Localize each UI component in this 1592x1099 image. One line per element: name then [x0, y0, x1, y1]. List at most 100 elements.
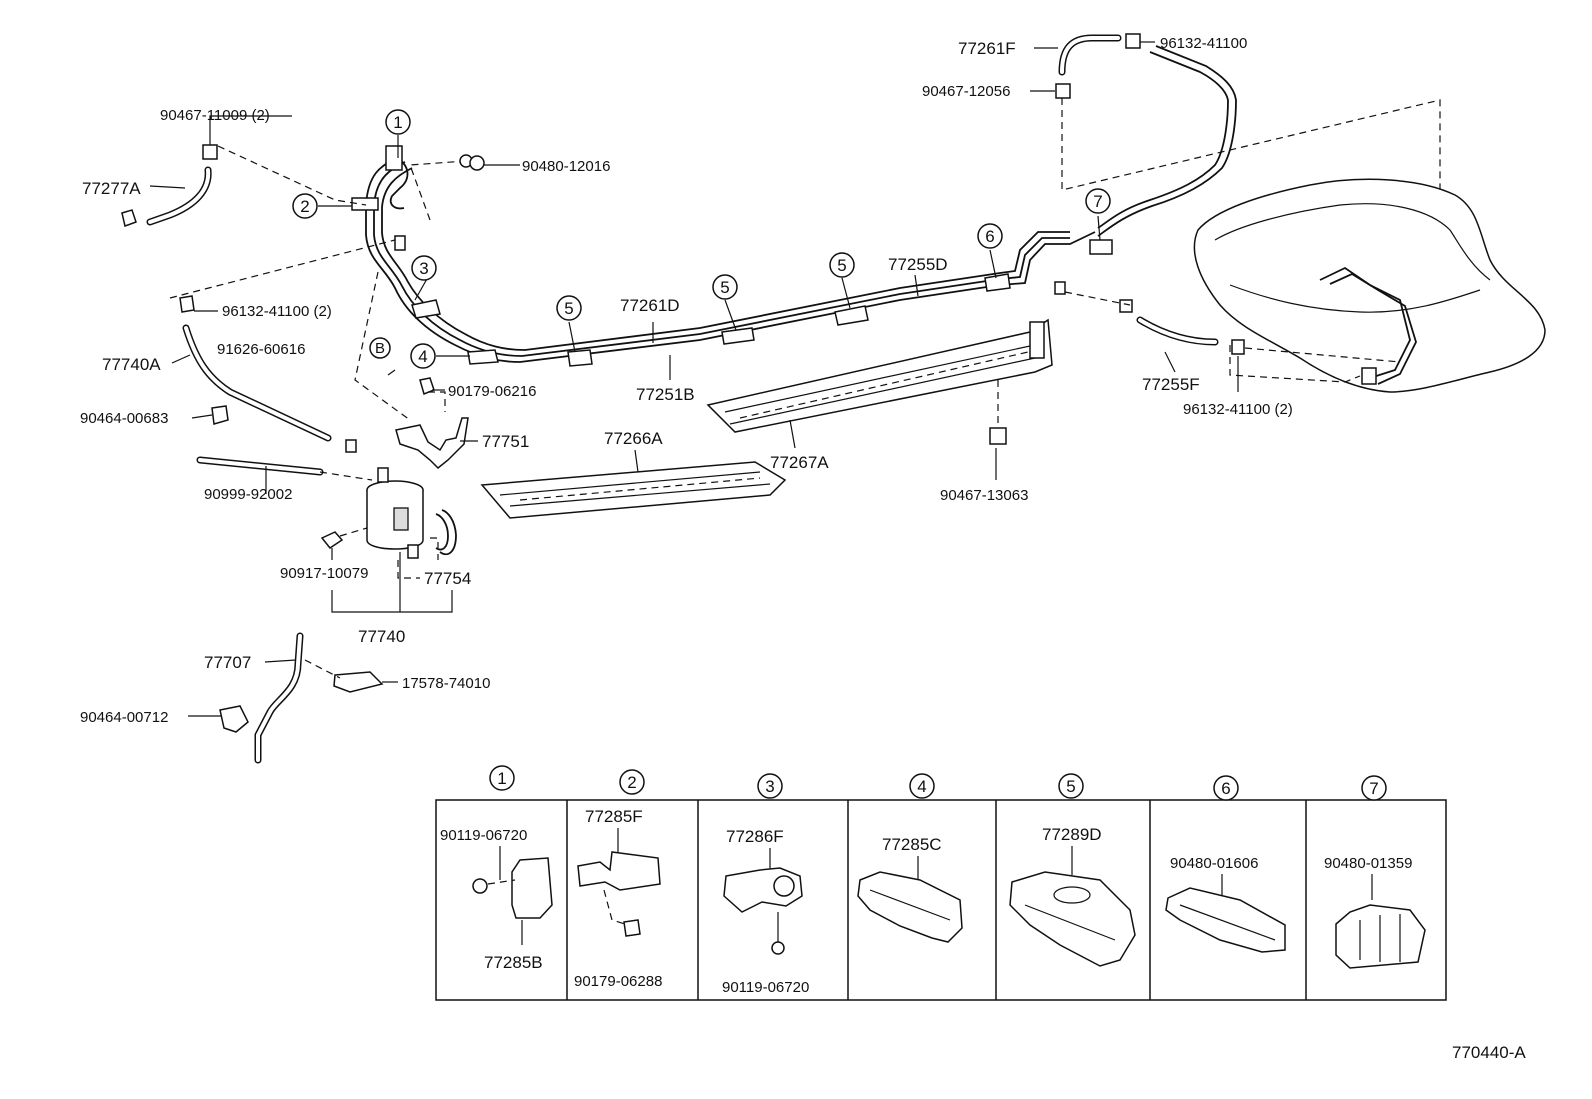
leader-lines	[149, 41, 1239, 717]
hose-77255F	[1054, 281, 1245, 355]
label-90467-11009: 90467-11009 (2)	[160, 107, 270, 124]
legend-4-clamp	[857, 871, 963, 943]
clamp-5c-on-line	[834, 305, 869, 326]
legend-2-clamp	[577, 851, 661, 891]
clip-96132-41100-left	[179, 295, 195, 313]
clamp-2-on-line	[351, 197, 379, 211]
clamp-5a-on-line	[567, 349, 593, 367]
label-96132-41100-top: 96132-41100	[1160, 35, 1247, 52]
clamp-7-on-line	[1089, 239, 1113, 255]
hose-77261F	[1055, 33, 1141, 99]
svg-text:4: 4	[917, 777, 926, 796]
clip-90464-00712	[219, 705, 249, 733]
hose-77277A	[121, 144, 218, 227]
svg-text:5: 5	[837, 256, 846, 275]
legend-3-part-a: 77286F	[726, 827, 784, 846]
legend-1-part-a: 90119-06720	[440, 827, 527, 844]
label-77266A: 77266A	[604, 429, 663, 448]
legend-header-1: 1	[489, 765, 515, 791]
label-77740A: 77740A	[102, 355, 161, 374]
callout-2: 2	[292, 193, 318, 219]
clip-90467-12056	[1055, 83, 1071, 99]
label-77754: 77754	[424, 569, 471, 588]
legend-header-7: 7	[1361, 775, 1387, 801]
svg-text:3: 3	[419, 259, 428, 278]
clip-90464-00683	[211, 405, 229, 425]
legend-2-part-b: 90179-06288	[574, 973, 662, 990]
legend-6-part-a: 90480-01606	[1170, 855, 1258, 872]
label-91626-60616: 91626-60616	[217, 341, 305, 358]
label-90467-12056: 90467-12056	[922, 83, 1010, 100]
callout-5c: 5	[829, 252, 855, 278]
label-90464-00712: 90464-00712	[80, 709, 168, 726]
svg-text:2: 2	[627, 773, 636, 792]
legend-2-part-a: 77285F	[585, 807, 643, 826]
callout-4: 4	[410, 343, 436, 369]
svg-text:1: 1	[497, 769, 506, 788]
callout-3: 3	[411, 255, 437, 281]
label-77255D: 77255D	[888, 255, 948, 274]
label-90999-92002: 90999-92002	[204, 486, 292, 503]
label-90467-13063: 90467-13063	[940, 487, 1028, 504]
clamp-4-on-line	[467, 349, 499, 365]
drawing-number: 770440-A	[1452, 1043, 1526, 1062]
part-labels: 90467-11009 (2) 77277A 90480-12016 96132…	[80, 35, 1293, 726]
svg-text:6: 6	[1221, 779, 1230, 798]
legend-7-part-a: 90480-01359	[1324, 855, 1412, 872]
svg-text:7: 7	[1369, 779, 1378, 798]
svg-text:5: 5	[564, 299, 573, 318]
label-90917-10079: 90917-10079	[280, 565, 368, 582]
label-77740: 77740	[358, 627, 405, 646]
union-fitting	[394, 235, 406, 251]
hose-77740A	[179, 295, 357, 453]
callout-5a: 5	[556, 295, 582, 321]
label-77277A: 77277A	[82, 179, 141, 198]
legend-header-3: 3	[757, 773, 783, 799]
clamp-legend-table: 1 2 3 4 5 6 7 90119-06720 77285B 77285F …	[435, 765, 1447, 1001]
protector-77267A	[706, 318, 1053, 433]
clamp-1-on-line	[385, 145, 403, 171]
label-77707: 77707	[204, 653, 251, 672]
svg-text:5: 5	[720, 278, 729, 297]
legend-4-part-a: 77285C	[882, 835, 942, 854]
label-96132-41100-2-right: 96132-41100 (2)	[1183, 401, 1293, 418]
clip-96132-41100-right	[1231, 339, 1245, 355]
callout-1: 1	[385, 109, 411, 135]
callout-7: 7	[1085, 188, 1111, 214]
line-clamps	[351, 145, 1113, 367]
legend-header-6: 6	[1213, 775, 1239, 801]
fuel-tank	[1193, 178, 1546, 393]
protector-77266A	[480, 461, 787, 519]
clip-96132-41100-top	[1125, 33, 1141, 49]
label-96132-41100-2-left: 96132-41100 (2)	[222, 303, 332, 320]
legend-header-4: 4	[909, 773, 935, 799]
label-77267A: 77267A	[770, 453, 829, 472]
label-90480-12016: 90480-12016	[522, 158, 610, 175]
svg-text:6: 6	[985, 227, 994, 246]
fitting-90917-10079	[320, 531, 344, 550]
clip-90467-11009	[202, 144, 218, 160]
label-77251B: 77251B	[636, 385, 695, 404]
tube-77707	[219, 632, 384, 764]
callout-B: B	[369, 337, 391, 359]
legend-1-clamp	[511, 857, 553, 919]
label-17578-74010: 17578-74010	[402, 675, 490, 692]
label-77261F: 77261F	[958, 39, 1016, 58]
callouts: 1 2 3 4 5 5 5 6 7 B	[292, 109, 1111, 369]
legend-1-part-b: 77285B	[484, 953, 543, 972]
clamp-5b-on-line	[721, 327, 755, 345]
legend-5-clamp	[1009, 871, 1136, 967]
clip-hose-end	[121, 209, 137, 227]
callout-5b: 5	[712, 274, 738, 300]
svg-text:5: 5	[1066, 777, 1075, 796]
callout-6: 6	[977, 223, 1003, 249]
clamp-6-on-line	[984, 273, 1011, 292]
label-90179-06216: 90179-06216	[448, 383, 536, 400]
legend-5-part-a: 77289D	[1042, 825, 1102, 844]
legend-3-part-b: 90119-06720	[722, 979, 809, 996]
svg-text:3: 3	[765, 777, 774, 796]
label-90464-00683: 90464-00683	[80, 410, 168, 427]
svg-text:1: 1	[393, 113, 402, 132]
bolt-90467-13063	[989, 427, 1007, 445]
